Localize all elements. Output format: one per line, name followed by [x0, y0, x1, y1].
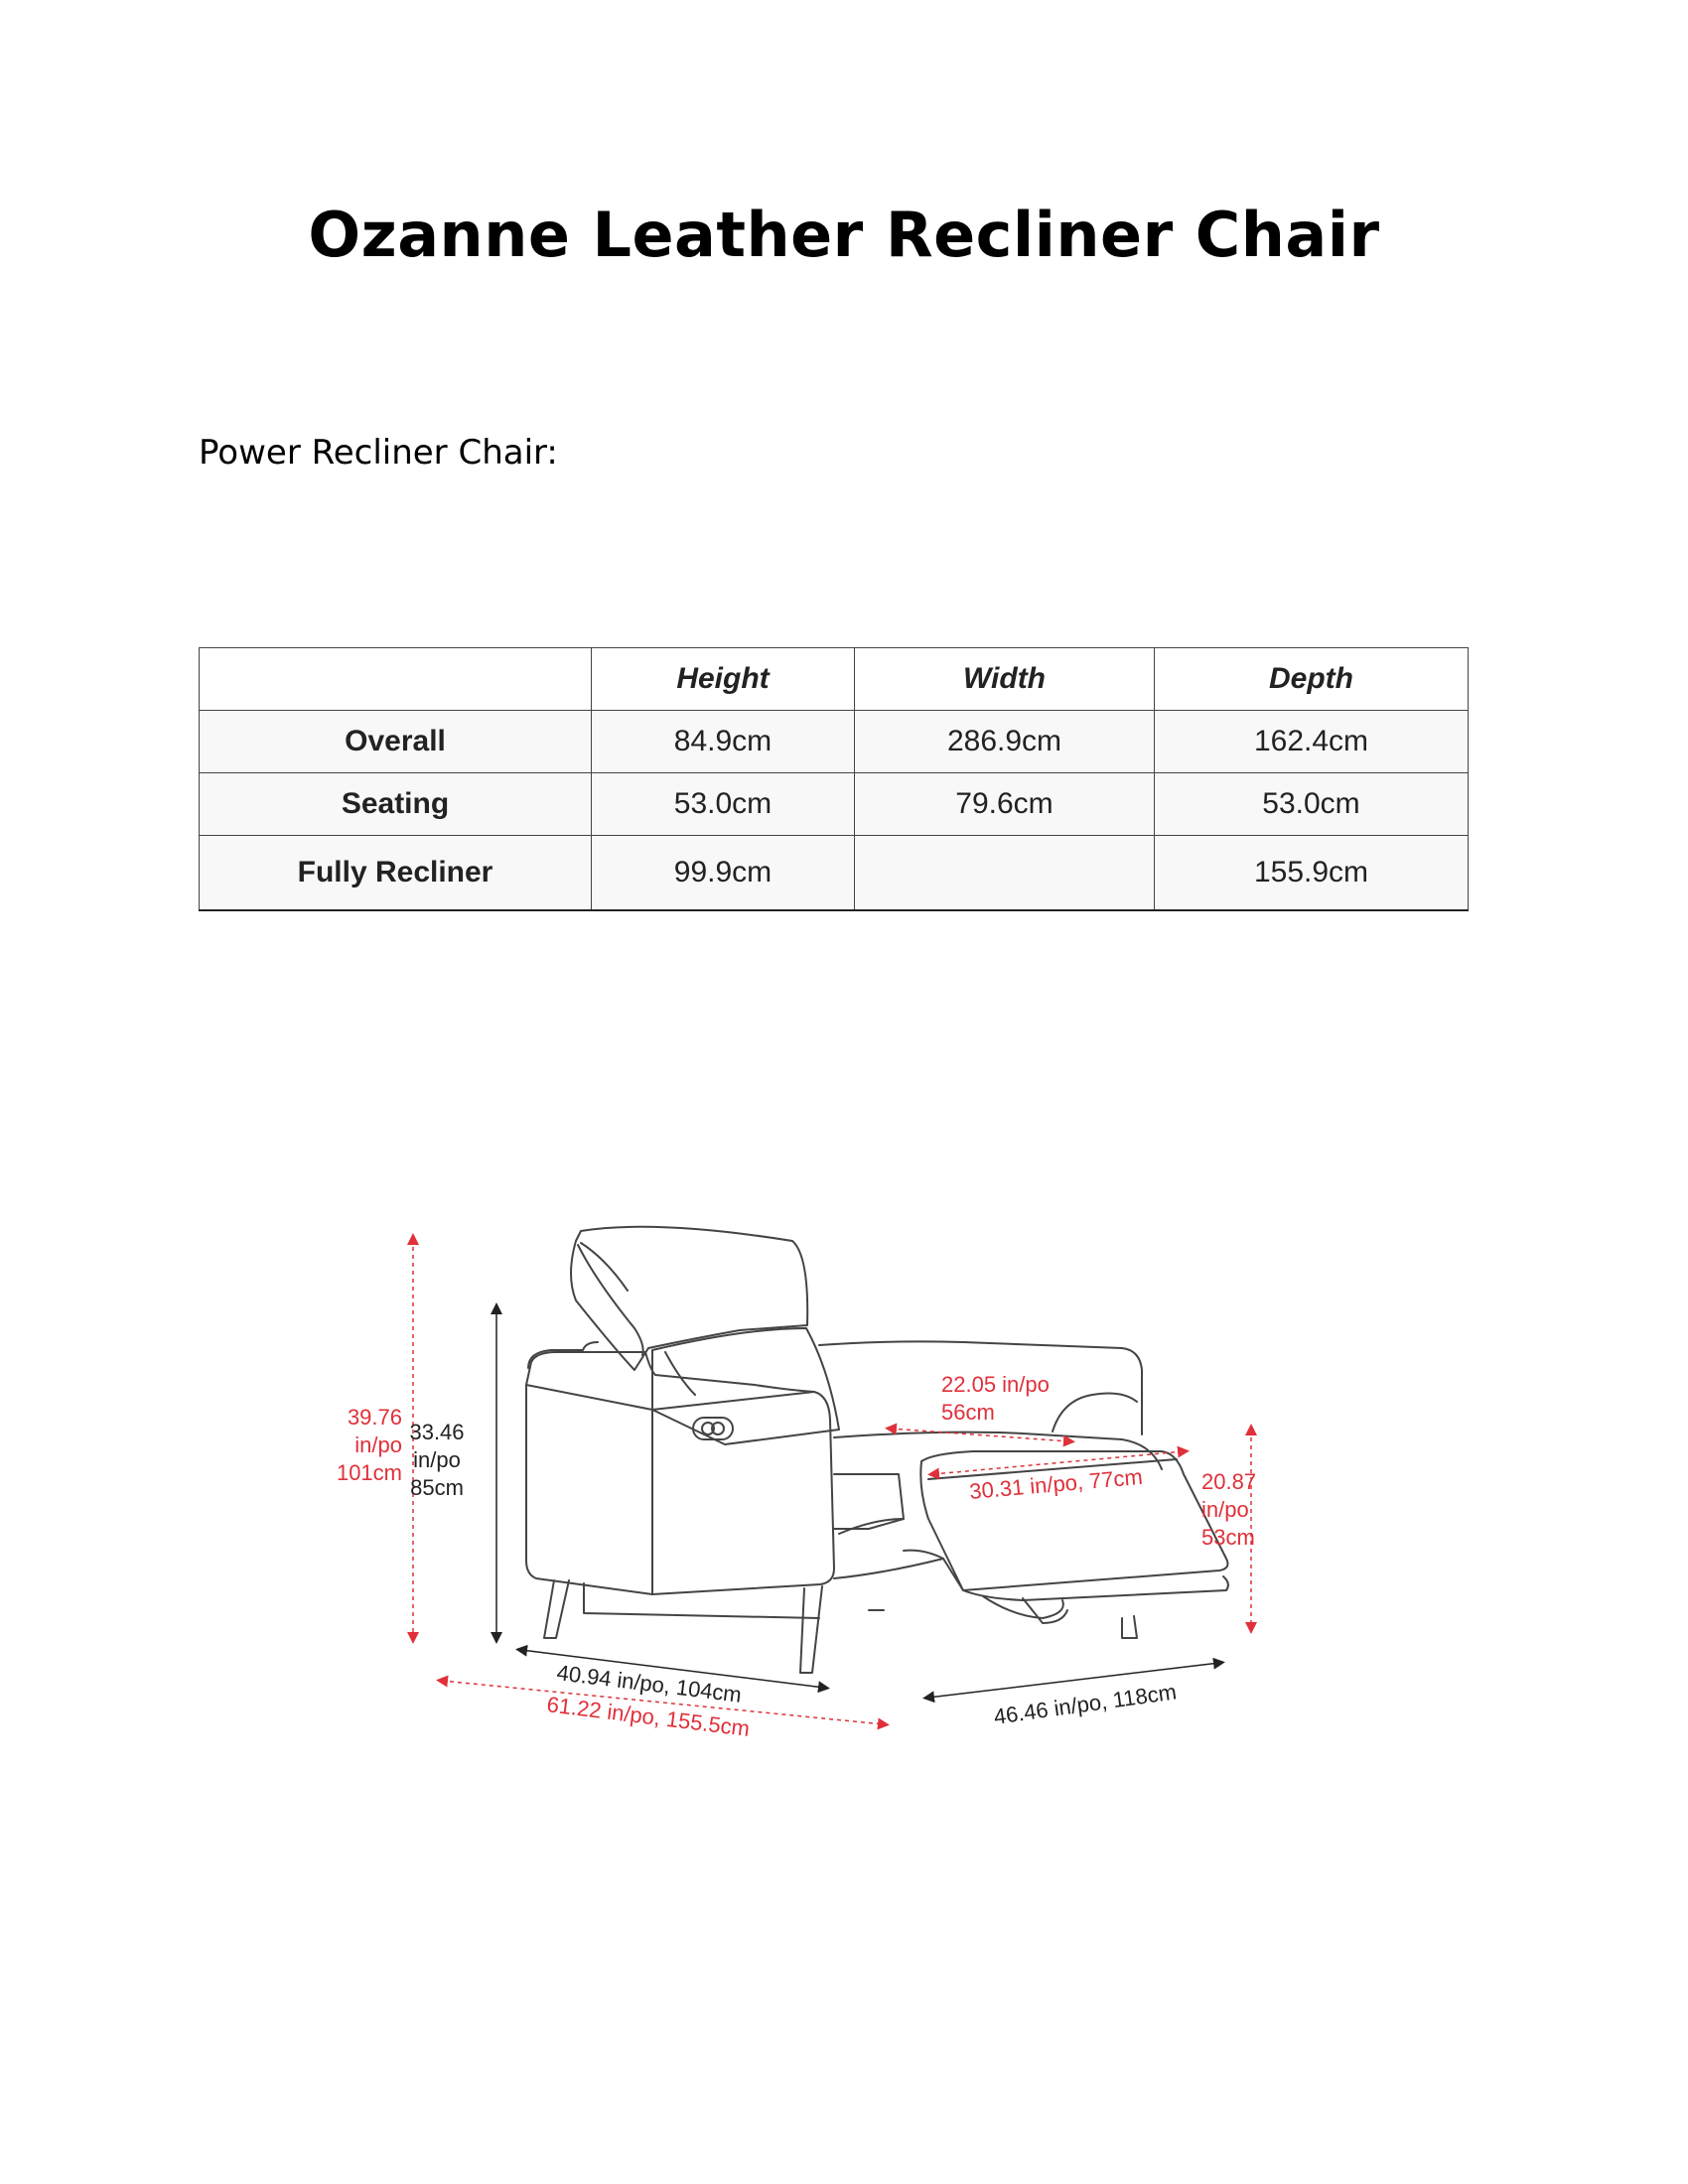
- cell-width: 79.6cm: [854, 772, 1155, 836]
- section-subtitle: Power Recliner Chair:: [199, 433, 558, 473]
- cell-height: 99.9cm: [591, 835, 855, 911]
- cell-width: 286.9cm: [854, 710, 1155, 773]
- seat-height-label-line3: 53cm: [1201, 1525, 1255, 1550]
- page-title: Ozanne Leather Recliner Chair: [308, 199, 1380, 271]
- table-header-row: Height Width Depth: [199, 647, 1469, 711]
- row-label: Seating: [199, 772, 592, 836]
- table-row: Overall 84.9cm 286.9cm 162.4cm: [199, 710, 1469, 773]
- seat-width-label-line1: 22.05 in/po: [941, 1372, 1050, 1397]
- back-height-label-line3: 85cm: [410, 1475, 464, 1500]
- cell-depth: 162.4cm: [1154, 710, 1469, 773]
- seat-width-label-line2: 56cm: [941, 1400, 995, 1425]
- dimension-lines: [407, 1233, 1257, 1730]
- recliner-drawing: [525, 1225, 1229, 1674]
- cell-depth: 53.0cm: [1154, 772, 1469, 836]
- footrest-length-label: 30.31 in/po, 77cm: [968, 1464, 1143, 1504]
- seat-height-label-line2: in/po: [1201, 1497, 1249, 1522]
- header-width: Width: [854, 647, 1155, 711]
- cell-height: 53.0cm: [591, 772, 855, 836]
- cell-depth: 155.9cm: [1154, 835, 1469, 911]
- total-height-label-line2: in/po: [354, 1433, 402, 1457]
- cell-height: 84.9cm: [591, 710, 855, 773]
- table-row: Seating 53.0cm 79.6cm 53.0cm: [199, 772, 1469, 836]
- recliner-dimension-diagram: 39.76 in/po 101cm 33.46 in/po 85cm 22.05…: [328, 1221, 1261, 1797]
- cell-width: [854, 835, 1155, 911]
- header-depth: Depth: [1154, 647, 1469, 711]
- header-height: Height: [591, 647, 855, 711]
- seat-height-label-line1: 20.87: [1201, 1469, 1256, 1494]
- total-height-label-line3: 101cm: [337, 1460, 402, 1485]
- dimensions-table: Height Width Depth Overall 84.9cm 286.9c…: [199, 647, 1469, 911]
- back-height-label-line1: 33.46: [409, 1420, 464, 1444]
- back-height-label-line2: in/po: [413, 1447, 461, 1472]
- header-empty: [199, 647, 592, 711]
- row-label: Overall: [199, 710, 592, 773]
- table-row: Fully Recliner 99.9cm 155.9cm: [199, 835, 1469, 911]
- row-label: Fully Recliner: [199, 835, 592, 911]
- total-height-label-line1: 39.76: [348, 1405, 402, 1430]
